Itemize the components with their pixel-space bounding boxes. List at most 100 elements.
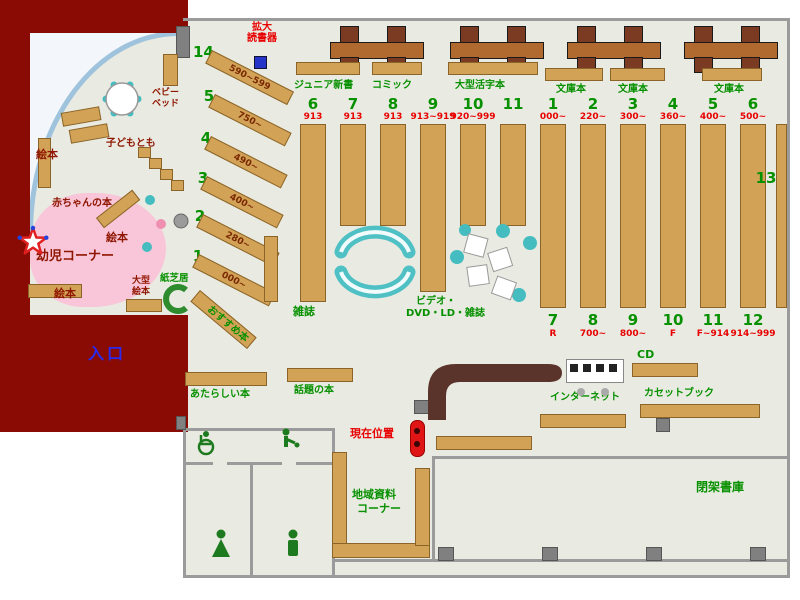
wall-right bbox=[787, 18, 790, 578]
wall-bottom bbox=[183, 575, 790, 578]
bookshelf bbox=[740, 124, 766, 308]
bunko-shelf bbox=[610, 68, 665, 81]
comic-label: コミック bbox=[372, 80, 412, 91]
magnifier-label-2: 読書器 bbox=[247, 33, 277, 44]
shelf-number: 2 bbox=[194, 207, 206, 225]
kamishibai-label: 紙芝居 bbox=[160, 273, 189, 284]
shelf-number: 11 bbox=[502, 95, 524, 113]
shelf-range: F bbox=[669, 329, 677, 339]
junior-shelf bbox=[296, 62, 360, 75]
junior-label: ジュニア新書 bbox=[294, 80, 354, 91]
local-corner-shelf bbox=[332, 543, 430, 558]
baby-bed-label-2: ベッド bbox=[152, 99, 180, 109]
shelf-number-13: 13 bbox=[755, 169, 777, 187]
shelf-number: 10 bbox=[662, 311, 684, 329]
bookshelf bbox=[420, 124, 446, 292]
shelf-range: 300~ bbox=[619, 112, 647, 122]
shelf-range: 913~919 bbox=[410, 112, 456, 122]
pillar bbox=[646, 547, 662, 561]
internet-label: インターネット bbox=[550, 392, 620, 403]
shelf-range: F~914 bbox=[696, 329, 730, 339]
large-picture-book-label-2: 絵本 bbox=[132, 287, 151, 297]
bunko-label: 文庫本 bbox=[714, 84, 744, 95]
bunko-shelf bbox=[702, 68, 762, 81]
marker-dot bbox=[414, 428, 420, 434]
step-shelf bbox=[149, 158, 162, 169]
baby-bed-label-1: ベビー bbox=[152, 88, 180, 98]
shelf-range: 913 bbox=[343, 112, 363, 122]
shelf-range: 920~999 bbox=[450, 112, 496, 122]
shelf-range: 000~ bbox=[539, 112, 567, 122]
large-print-label: 大型活字本 bbox=[455, 80, 505, 91]
wall-restroom-divider bbox=[250, 462, 253, 578]
shelf-range: 913 bbox=[303, 112, 323, 122]
pillar bbox=[414, 400, 430, 414]
bunko-label: 文庫本 bbox=[556, 84, 586, 95]
shelf-number: 7 bbox=[347, 95, 359, 113]
baby-books-label: 赤ちゃんの本 bbox=[52, 198, 112, 209]
shelf-number: 3 bbox=[197, 169, 209, 187]
shelf-range: 220~ bbox=[579, 112, 607, 122]
video-label-2: DVD・LD・雑誌 bbox=[406, 308, 486, 319]
shelf-range: R bbox=[549, 329, 557, 339]
bookshelf-13 bbox=[776, 124, 787, 308]
picture-book-label: 絵本 bbox=[54, 287, 76, 300]
magnifier-label-1: 拡大 bbox=[252, 22, 272, 33]
step-shelf bbox=[160, 169, 173, 180]
reading-table bbox=[567, 42, 661, 59]
cassette-shelf bbox=[540, 414, 626, 428]
bookshelf bbox=[700, 124, 726, 308]
cd-shelf bbox=[632, 363, 698, 377]
pillar bbox=[176, 416, 186, 430]
pillar bbox=[542, 547, 558, 561]
wall-restroom-mid1 bbox=[183, 462, 213, 465]
large-print-shelf bbox=[448, 62, 538, 75]
wall-restroom-mid2 bbox=[227, 462, 282, 465]
wall-stacks-left bbox=[432, 456, 435, 562]
pillar bbox=[656, 418, 670, 432]
reading-table bbox=[330, 42, 424, 59]
magazine-label: 雑誌 bbox=[293, 305, 315, 318]
wall-restroom-mid3 bbox=[296, 462, 335, 465]
shelf-number: 5 bbox=[203, 87, 215, 105]
bookshelf bbox=[500, 124, 526, 226]
shelf-number: 2 bbox=[587, 95, 599, 113]
baby-bed bbox=[163, 54, 178, 86]
closed-stacks-label: 閉架書庫 bbox=[696, 480, 745, 494]
picture-book-shelf bbox=[38, 138, 51, 188]
current-position-label: 現在位置 bbox=[350, 427, 394, 440]
picture-book-label: 絵本 bbox=[36, 148, 58, 161]
shelf-range: 700~ bbox=[579, 329, 607, 339]
wall-stacks-top bbox=[432, 456, 788, 459]
top-wall bbox=[0, 0, 188, 33]
computer bbox=[609, 364, 617, 372]
pillar bbox=[750, 547, 766, 561]
shelf-number: 1 bbox=[547, 95, 559, 113]
video-label-1: ビデオ・ bbox=[416, 296, 456, 307]
bookshelf bbox=[580, 124, 606, 308]
shelf-range: 914~999 bbox=[730, 329, 776, 339]
topic-books-label: 話題の本 bbox=[294, 385, 334, 396]
picture-book-shelf bbox=[28, 284, 82, 298]
bookshelf bbox=[660, 124, 686, 308]
shelf-number: 12 bbox=[742, 311, 764, 329]
large-picture-book-label-1: 大型 bbox=[132, 276, 151, 286]
shelf-number: 8 bbox=[587, 311, 599, 329]
infant-corner-label: 幼児コーナー bbox=[36, 249, 115, 264]
shelf-range: 800~ bbox=[619, 329, 647, 339]
computer bbox=[570, 364, 578, 372]
local-corner-label-2: コーナー bbox=[357, 502, 401, 515]
new-books-label: あたらしい本 bbox=[190, 389, 250, 400]
reading-table bbox=[450, 42, 544, 59]
shelf-number: 3 bbox=[627, 95, 639, 113]
reading-table bbox=[684, 42, 778, 59]
shelf-number: 6 bbox=[307, 95, 319, 113]
shelf bbox=[436, 436, 532, 450]
bookshelf bbox=[300, 124, 326, 302]
entrance-block bbox=[28, 315, 188, 432]
large-picture-book-shelf bbox=[126, 299, 162, 312]
bookshelf bbox=[340, 124, 366, 226]
pillar bbox=[176, 26, 190, 58]
local-corner-label-1: 地域資料 bbox=[352, 488, 396, 501]
